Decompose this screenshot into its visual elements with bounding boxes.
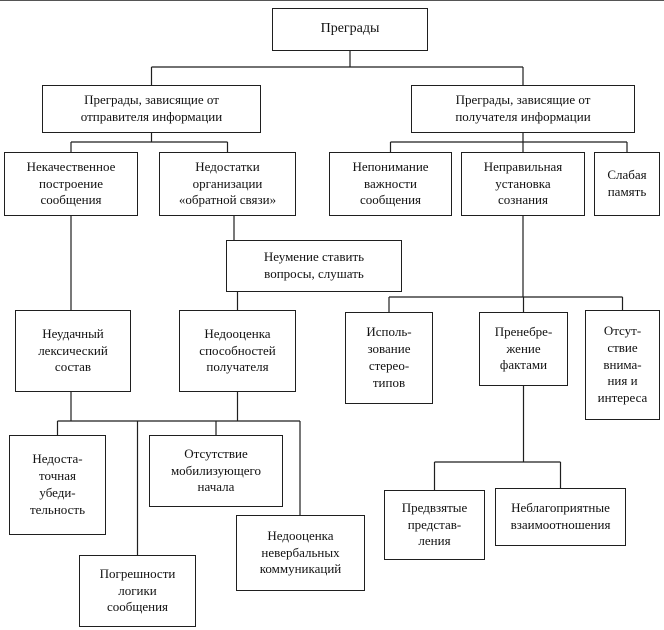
node-fact-neglect: Пренебре- жение фактами [479,312,568,386]
node-insufficient-persuasiveness: Недоста- точная убеди- тельность [9,435,106,535]
node-recipient-ability-underestimation: Недооценка способностей получателя [179,310,296,392]
node-weak-memory: Слабая память [594,152,660,216]
node-poor-lexical-composition: Неудачный лексический состав [15,310,131,392]
node-barriers: Преграды [272,8,428,51]
node-message-importance-misunderstanding: Непонимание важности сообщения [329,152,452,216]
node-nonverbal-communication-underestimation: Недооценка невербальных коммуникаций [236,515,365,591]
node-unfavorable-relationships: Неблагоприятные взаимоотношения [495,488,626,546]
node-lack-attention-interest: Отсут- ствие внима- ния и интереса [585,310,660,420]
node-wrong-mindset: Неправильная установка сознания [461,152,585,216]
node-receiver-barriers: Преграды, зависящие от получателя информ… [411,85,635,133]
node-preconceived-notions: Предвзятые представ- ления [384,490,485,560]
node-sender-barriers: Преграды, зависящие от отправителя инфор… [42,85,261,133]
node-feedback-organization-flaws: Недостатки организации «обратной связи» [159,152,296,216]
node-inability-ask-listen: Неумение ставить вопросы, слушать [226,240,402,292]
connector-path [56,51,628,555]
node-poor-message-construction: Некачественное построение сообщения [4,152,138,216]
node-message-logic-errors: Погрешности логики сообщения [79,555,196,627]
node-no-mobilizing-start: Отсутствие мобилизующего начала [149,435,283,507]
node-stereotype-use: Исполь- зование стерео- типов [345,312,433,404]
